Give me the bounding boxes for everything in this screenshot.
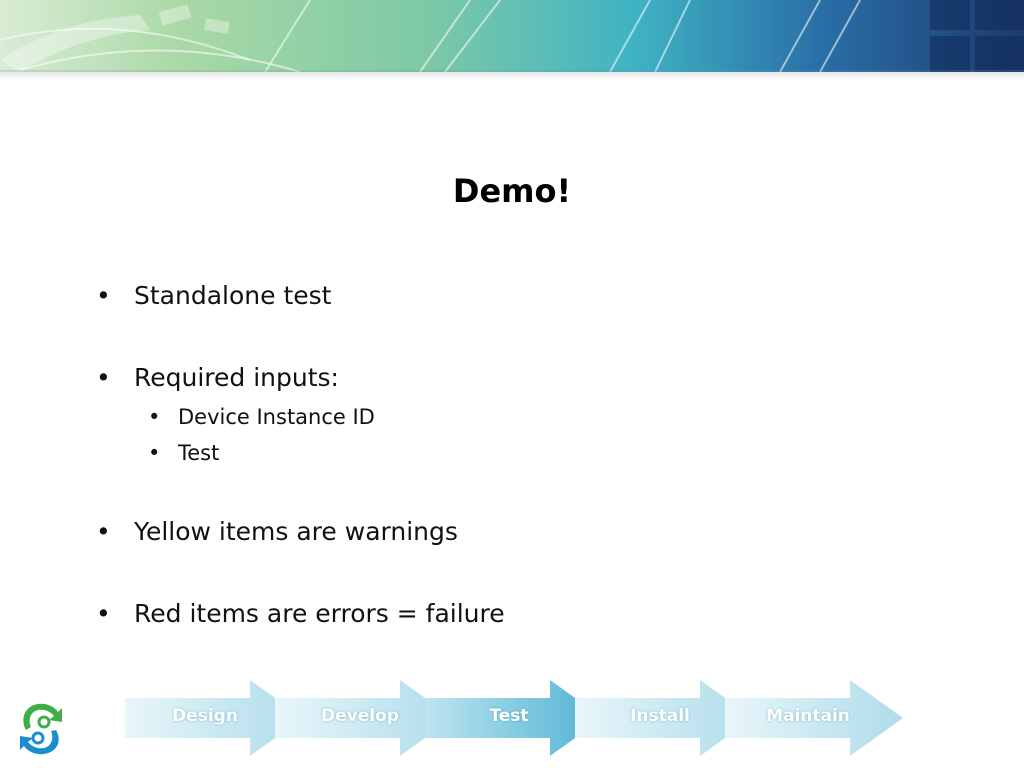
bullet-dot: • — [96, 363, 111, 392]
bullet-text: Required inputs: — [134, 363, 339, 392]
step-label-test: Test — [489, 706, 529, 726]
slide-title: Demo! — [452, 172, 572, 210]
sub-bullet-dot: • — [148, 441, 161, 465]
bullet-text: Standalone test — [134, 281, 332, 310]
bullet-item: • Standalone test — [96, 278, 916, 314]
sub-bullet-item: • Test — [96, 438, 916, 468]
sub-bullet-text: Device Instance ID — [178, 405, 375, 429]
step-label-maintain: Maintain — [766, 706, 850, 726]
bullet-item: • Red items are errors = failure — [96, 596, 916, 632]
bullet-dot: • — [96, 599, 111, 628]
header-banner — [0, 0, 1024, 72]
bullet-text: Yellow items are warnings — [134, 517, 458, 546]
step-label-install: Install — [630, 706, 690, 726]
sub-bullet-item: • Device Instance ID — [96, 402, 916, 432]
arrow-design — [125, 680, 303, 756]
sub-bullet-text: Test — [178, 441, 220, 465]
recycle-people-logo-icon — [20, 703, 62, 755]
bullet-item: • Yellow items are warnings — [96, 514, 916, 550]
arrow-install — [575, 680, 753, 756]
arrow-develop — [275, 680, 453, 756]
step-label-develop: Develop — [321, 706, 399, 726]
banner-shadow — [0, 70, 1024, 80]
step-label-design: Design — [172, 706, 238, 726]
bullet-dot: • — [96, 281, 111, 310]
arrow-test — [425, 680, 603, 756]
bullet-list: • Standalone test • Required inputs: • D… — [96, 278, 916, 632]
sub-bullet-dot: • — [148, 405, 161, 429]
process-arrows-graphic — [125, 680, 903, 756]
bullet-item: • Required inputs: — [96, 360, 916, 396]
arrow-maintain — [725, 680, 903, 756]
bullet-text: Red items are errors = failure — [134, 599, 505, 628]
process-flow: Design Develop Test Install Maintain — [125, 678, 905, 758]
bullet-dot: • — [96, 517, 111, 546]
